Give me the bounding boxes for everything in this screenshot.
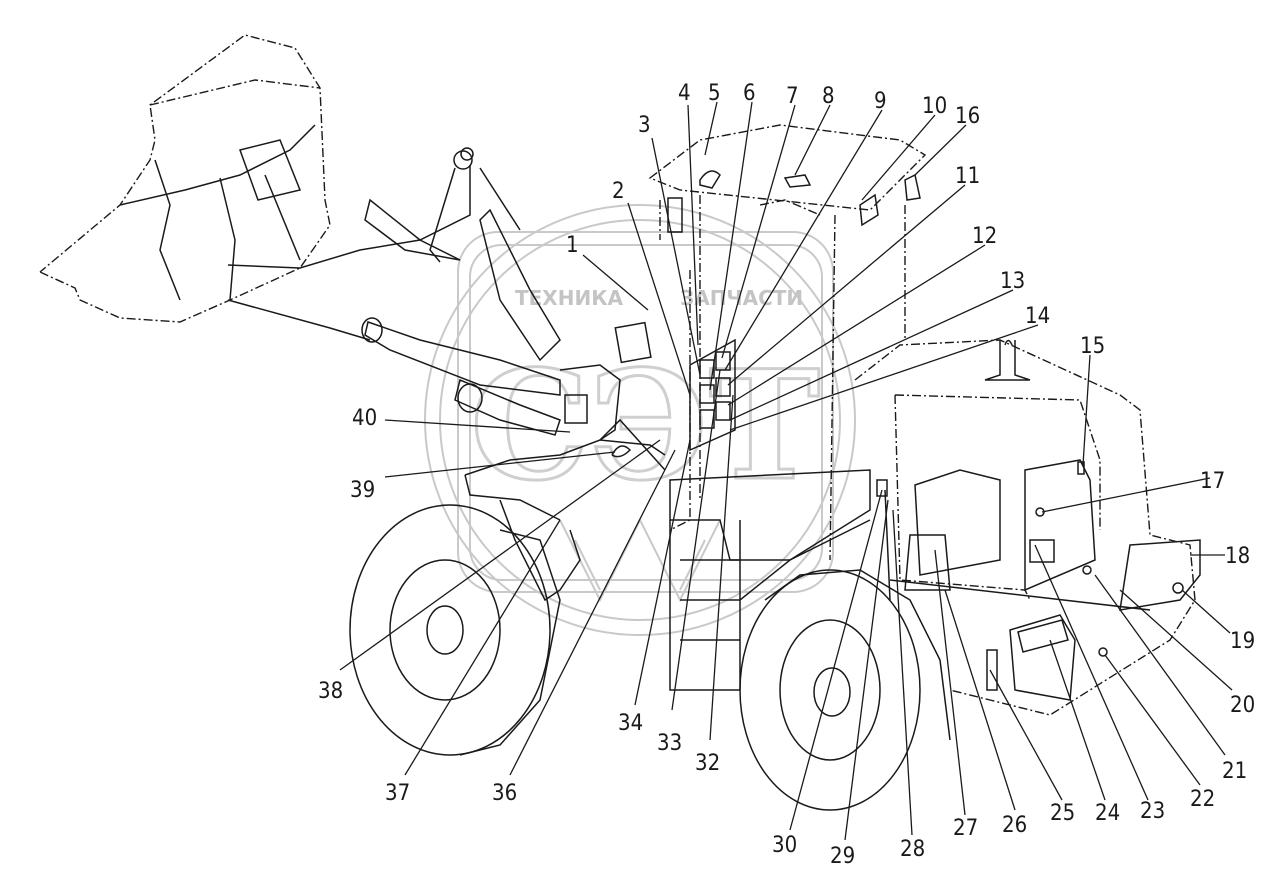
callout-36: 36 [492, 781, 517, 806]
callout-21: 21 [1222, 759, 1247, 784]
callout-30: 30 [772, 833, 797, 858]
callout-numbers: 1 2 3 4 5 6 7 8 9 10 16 11 12 13 14 15 1… [318, 81, 1255, 869]
callout-17: 17 [1200, 469, 1225, 494]
front-wheel [349, 504, 561, 756]
callout-25: 25 [1050, 801, 1075, 826]
callout-34: 34 [618, 711, 643, 736]
watermark-left-word: ТЕХНИКА [515, 286, 624, 310]
callout-32: 32 [695, 751, 720, 776]
callout-2: 2 [612, 179, 625, 204]
callout-29: 29 [830, 844, 855, 869]
callout-5: 5 [708, 81, 721, 106]
callout-19: 19 [1230, 629, 1255, 654]
leader-lines [339, 101, 1233, 841]
watermark-logo-letters: СЭТ [470, 338, 820, 514]
callout-18: 18 [1225, 544, 1250, 569]
callout-15: 15 [1080, 334, 1105, 359]
rear-body [854, 339, 1201, 716]
callout-24: 24 [1095, 801, 1120, 826]
callout-13: 13 [1000, 269, 1025, 294]
callout-16: 16 [955, 104, 980, 129]
bucket [39, 34, 331, 323]
callout-8: 8 [822, 84, 835, 109]
callout-26: 26 [1002, 813, 1027, 838]
steps [669, 469, 871, 691]
callout-4: 4 [678, 81, 691, 106]
callout-40: 40 [352, 406, 377, 431]
callout-28: 28 [900, 837, 925, 862]
callout-6: 6 [743, 81, 756, 106]
callout-33: 33 [657, 731, 682, 756]
callout-1: 1 [566, 233, 579, 258]
watermark: СЭТ ТЕХНИКА ЗАПЧАСТИ [424, 204, 856, 636]
callout-39: 39 [350, 478, 375, 503]
rear-wheel [739, 569, 951, 811]
callout-37: 37 [385, 781, 410, 806]
callout-3: 3 [638, 113, 651, 138]
lift-arms [227, 147, 561, 436]
callout-27: 27 [953, 816, 978, 841]
callout-22: 22 [1190, 787, 1215, 812]
callout-23: 23 [1140, 799, 1165, 824]
callout-7: 7 [786, 84, 799, 109]
callout-14: 14 [1025, 304, 1050, 329]
callout-11: 11 [955, 164, 980, 189]
component-markers [876, 461, 1184, 691]
callout-12: 12 [972, 224, 997, 249]
callout-38: 38 [318, 679, 343, 704]
callout-10: 10 [922, 94, 947, 119]
callout-20: 20 [1230, 693, 1255, 718]
callout-9: 9 [874, 89, 887, 114]
